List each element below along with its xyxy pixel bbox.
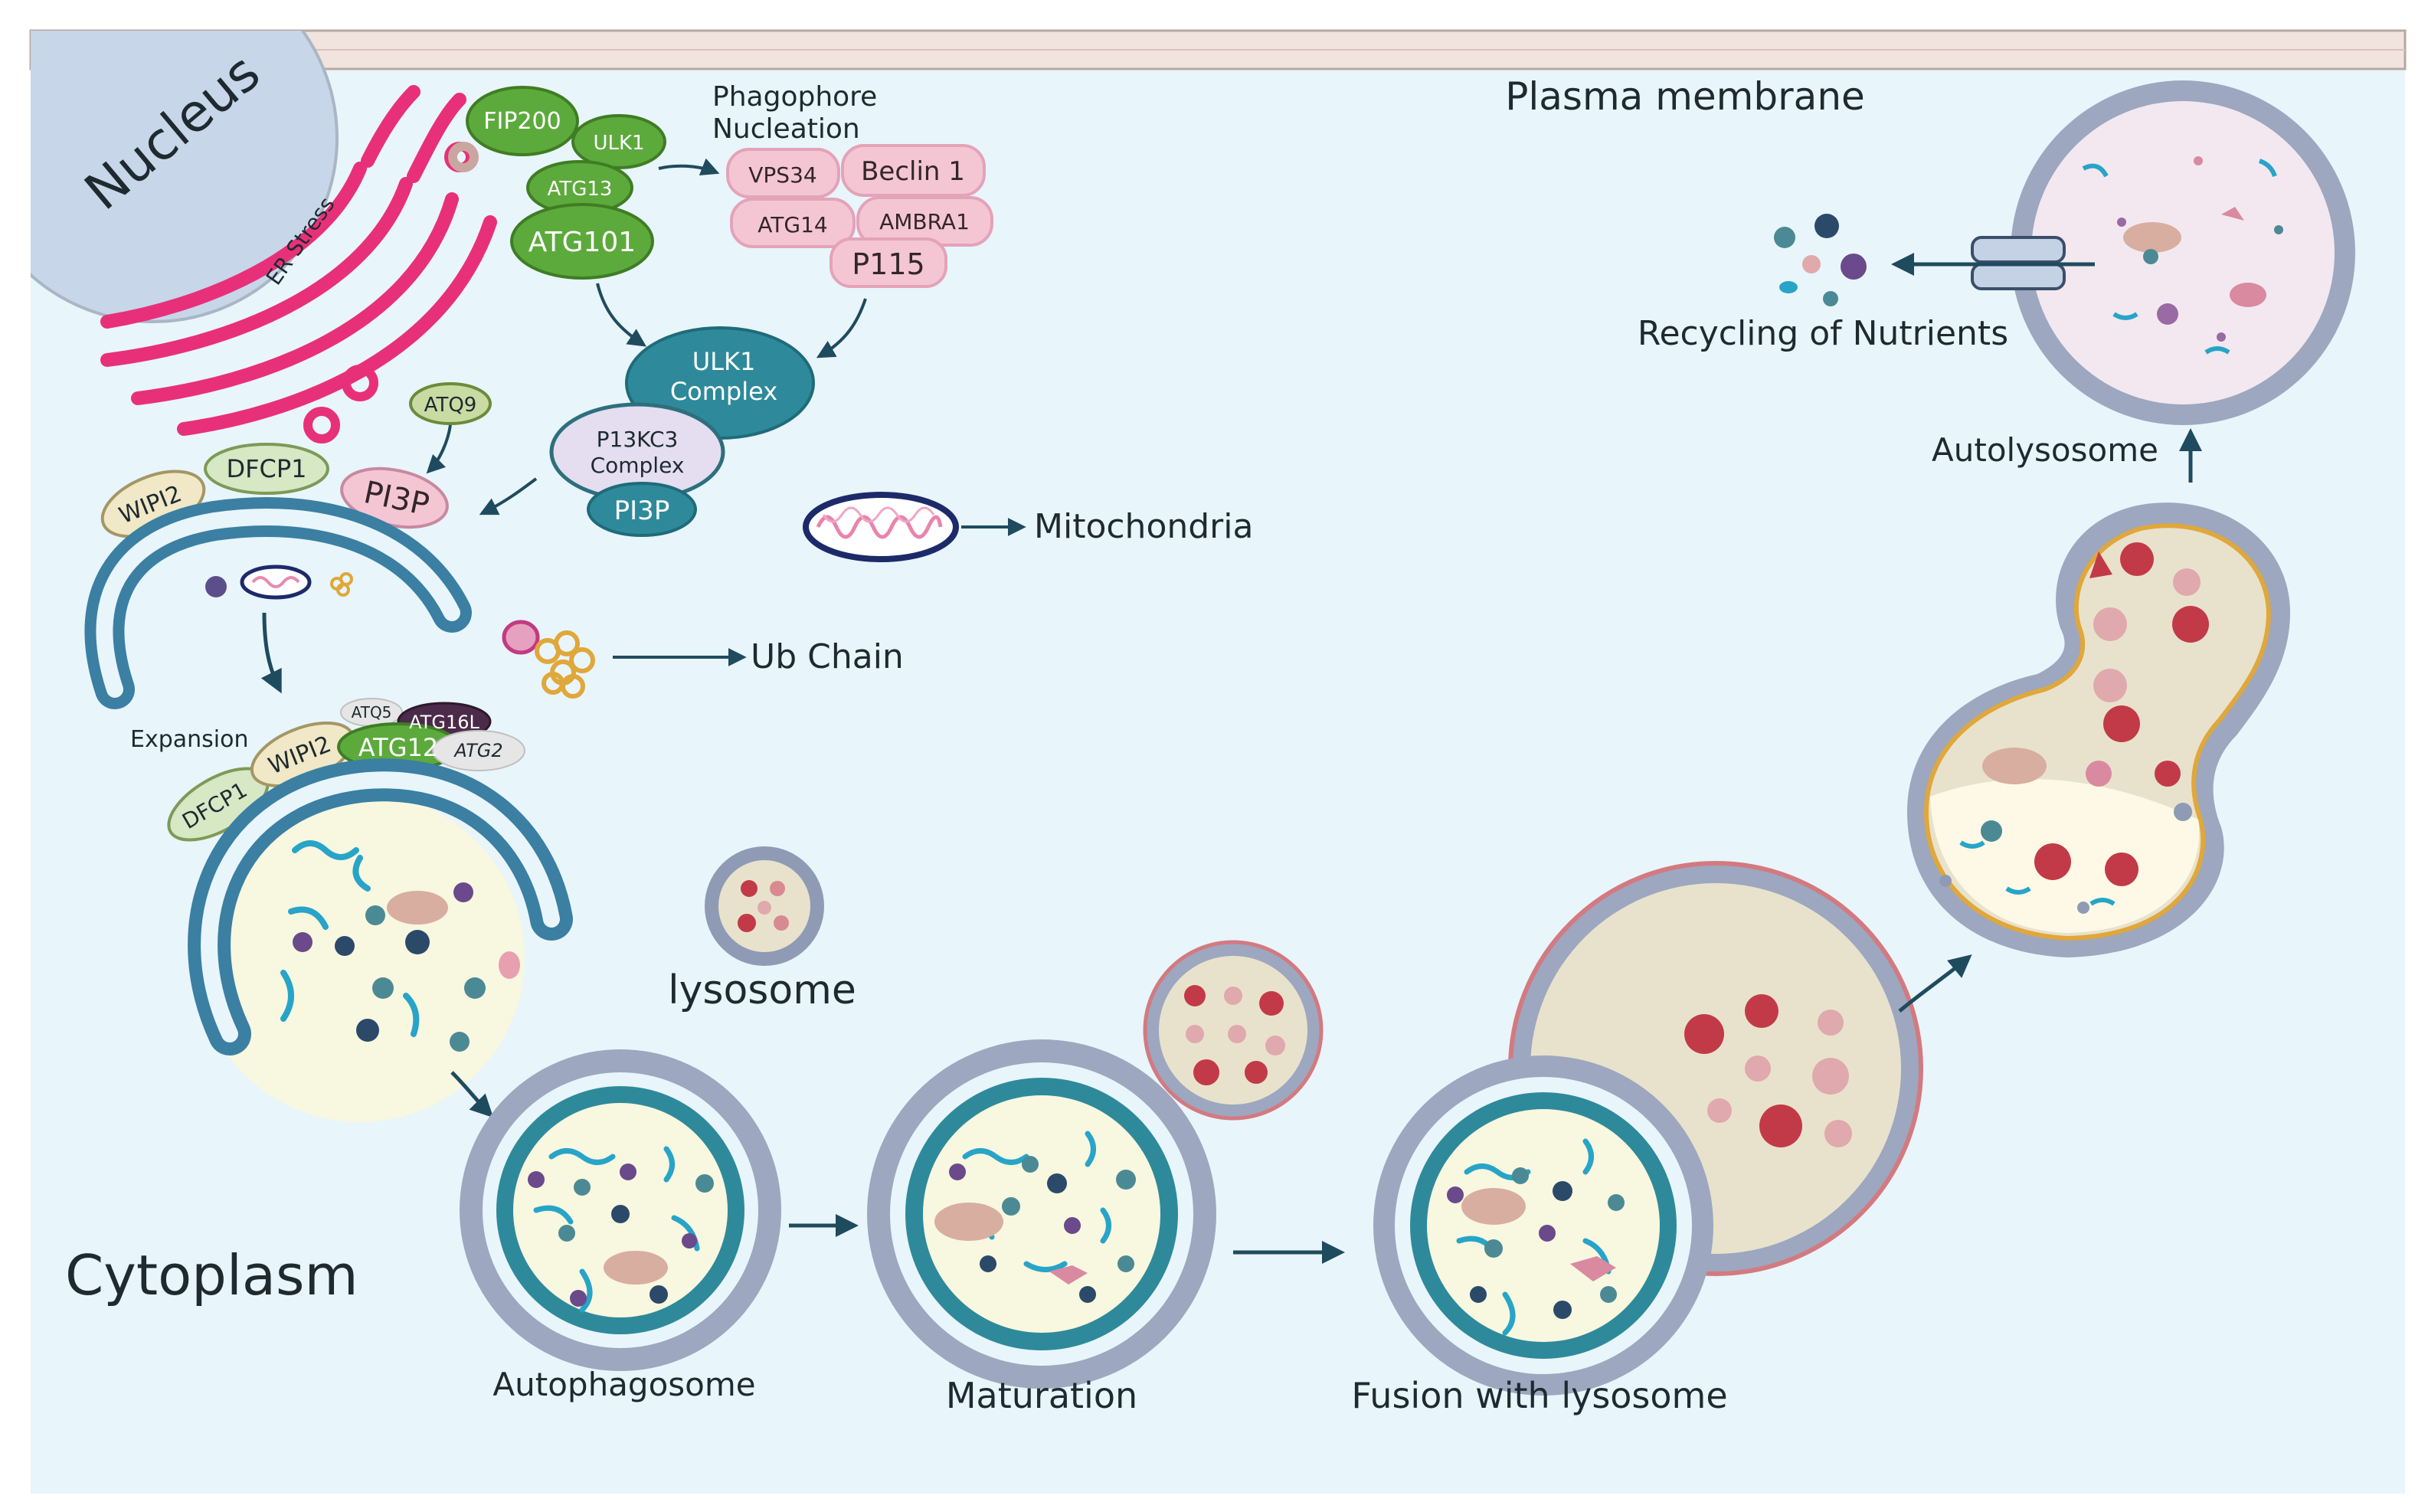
ulk1-initiation-complex <box>466 86 666 280</box>
atq9-blob <box>409 382 492 425</box>
phagophore-nucleation-line2: Nucleation <box>712 113 860 145</box>
protein-atq5: ATQ5 <box>352 703 392 722</box>
p13kc3-complex-line1: P13KC3 <box>597 427 679 452</box>
er-vesicles <box>303 142 479 443</box>
expansion-label: Expansion <box>130 726 248 753</box>
protein-vps34: VPS34 <box>748 162 816 188</box>
protein-ulk1: ULK1 <box>593 132 644 155</box>
autophagosome-label: Autophagosome <box>492 1366 755 1403</box>
pi3k-nucleation-complex <box>726 144 993 288</box>
arrow-atg101-to-complex <box>596 283 646 347</box>
arrow-phagophore-to-expansion <box>260 612 282 694</box>
protein-atg101: ATG101 <box>528 227 636 258</box>
membrane-channel <box>1971 236 2066 290</box>
maturation-autophagosome <box>867 1039 1216 1389</box>
lysosome-label: lysosome <box>668 967 856 1013</box>
mitochondrion <box>803 492 959 562</box>
protein-beclin1: Beclin 1 <box>861 156 965 187</box>
arrow-expansion-to-autophagosome <box>450 1071 494 1118</box>
ulk1-complex-line2: Complex <box>670 377 777 406</box>
protein-fip200: FIP200 <box>483 108 561 135</box>
arrow-p115-to-complex <box>816 298 867 358</box>
nucleus <box>31 31 339 323</box>
cytoplasm-label: Cytoplasm <box>65 1243 358 1307</box>
autolysosome <box>1907 502 2290 957</box>
expanding-phagophore <box>188 758 573 1122</box>
protein-atg13: ATG13 <box>548 178 613 201</box>
protein-atg2: ATG2 <box>453 740 502 761</box>
plasma-membrane-label: Plasma membrane <box>1505 74 1865 119</box>
fusion-label: Fusion with lysosome <box>1351 1375 1727 1416</box>
maturation-label: Maturation <box>946 1375 1137 1416</box>
arrow-atq9-to-pi3p <box>426 424 452 474</box>
lysosome <box>705 846 824 966</box>
small-ub-chain <box>330 572 353 597</box>
cargo-dot <box>205 576 227 597</box>
recycling-label: Recycling of Nutrients <box>1638 314 2008 353</box>
protein-atg12: ATG12 <box>358 733 438 762</box>
plasma-membrane-band <box>29 29 2407 70</box>
phagophore-nucleation-line1: Phagophore <box>712 81 877 113</box>
protein-atg16l: ATG16L <box>409 712 479 733</box>
small-mitochondrion <box>240 565 312 600</box>
protein-ambra1: AMBRA1 <box>879 209 970 234</box>
arrow-ulk-to-pi3k <box>658 158 720 176</box>
ulk1-pi3kc3-merged-complex <box>549 326 815 537</box>
lysosome-near-maturation <box>1143 940 1324 1121</box>
autolysosome-label: Autolysosome <box>1932 431 2158 469</box>
p13kc3-complex-line2: Complex <box>591 453 685 478</box>
autophagosome <box>460 1049 781 1371</box>
protein-p115: P115 <box>852 247 924 281</box>
protein-atq9: ATQ9 <box>424 394 477 417</box>
top-phagophore-proteins <box>100 443 449 538</box>
ulk1-complex-line1: ULK1 <box>692 347 756 376</box>
protein-pi3p-teal: PI3P <box>614 496 670 526</box>
er-stress-structure <box>100 85 497 436</box>
phagophore-crescent <box>84 497 472 709</box>
arrow-complex-to-phagophore <box>479 477 538 515</box>
fusion-autophagosome <box>1373 1055 1713 1396</box>
ub-chain <box>502 620 595 699</box>
phagophore-cargo <box>280 840 520 1052</box>
protein-atg14: ATG14 <box>758 212 827 237</box>
mitochondria-label: Mitochondria <box>1034 507 1253 546</box>
ub-chain-label: Ub Chain <box>751 637 904 676</box>
nutrient-molecules <box>1774 214 1867 306</box>
arrow-fusion-to-autolysosome <box>1898 954 1972 1013</box>
protein-dfcp1-top: DFCP1 <box>226 454 306 483</box>
recycling-vesicle <box>2011 80 2355 425</box>
